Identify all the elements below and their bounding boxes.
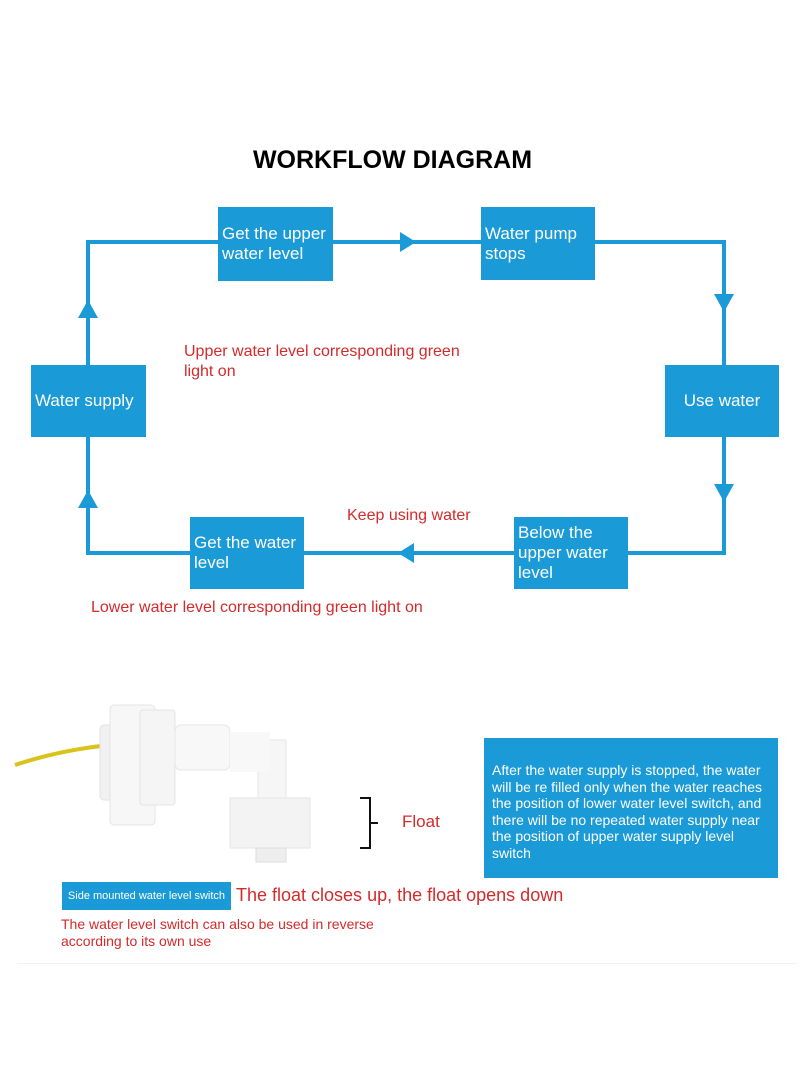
arrow-up-icon xyxy=(78,300,98,318)
float-caption: The float closes up, the float opens dow… xyxy=(236,885,564,905)
float-bracket-icon xyxy=(360,797,378,849)
divider xyxy=(17,963,797,964)
float-label: Float xyxy=(402,812,440,831)
box-get-upper-level: Get the upper water level xyxy=(218,207,333,281)
note-keep-using: Keep using water xyxy=(347,507,471,524)
reverse-note: The water level switch can also be used … xyxy=(61,916,374,949)
float-switch-photo xyxy=(14,704,378,863)
float xyxy=(229,797,311,849)
arrow-down-icon xyxy=(714,294,734,312)
note-upper-light: Upper water level corresponding green li… xyxy=(184,343,460,380)
info-box: After the water supply is stopped, the w… xyxy=(484,738,778,878)
arrow-right-icon xyxy=(400,232,416,252)
switch-type-tag: Side mounted water level switch xyxy=(62,882,231,910)
wire xyxy=(14,743,111,767)
box-use-water: Use water xyxy=(665,365,779,437)
arrow-down-icon xyxy=(714,484,734,502)
note-lower-light: Lower water level corresponding green li… xyxy=(91,599,423,616)
tube xyxy=(174,724,231,771)
box-below-upper-level: Below the upper water level xyxy=(514,517,628,589)
box-pump-stops: Water pump stops xyxy=(481,207,595,280)
page-title: WORKFLOW DIAGRAM xyxy=(252,146,533,174)
box-water-supply: Water supply xyxy=(31,365,146,437)
arrow-up-icon xyxy=(78,490,98,508)
arrow-left-icon xyxy=(398,543,414,563)
box-get-water-level: Get the water level xyxy=(190,517,304,589)
